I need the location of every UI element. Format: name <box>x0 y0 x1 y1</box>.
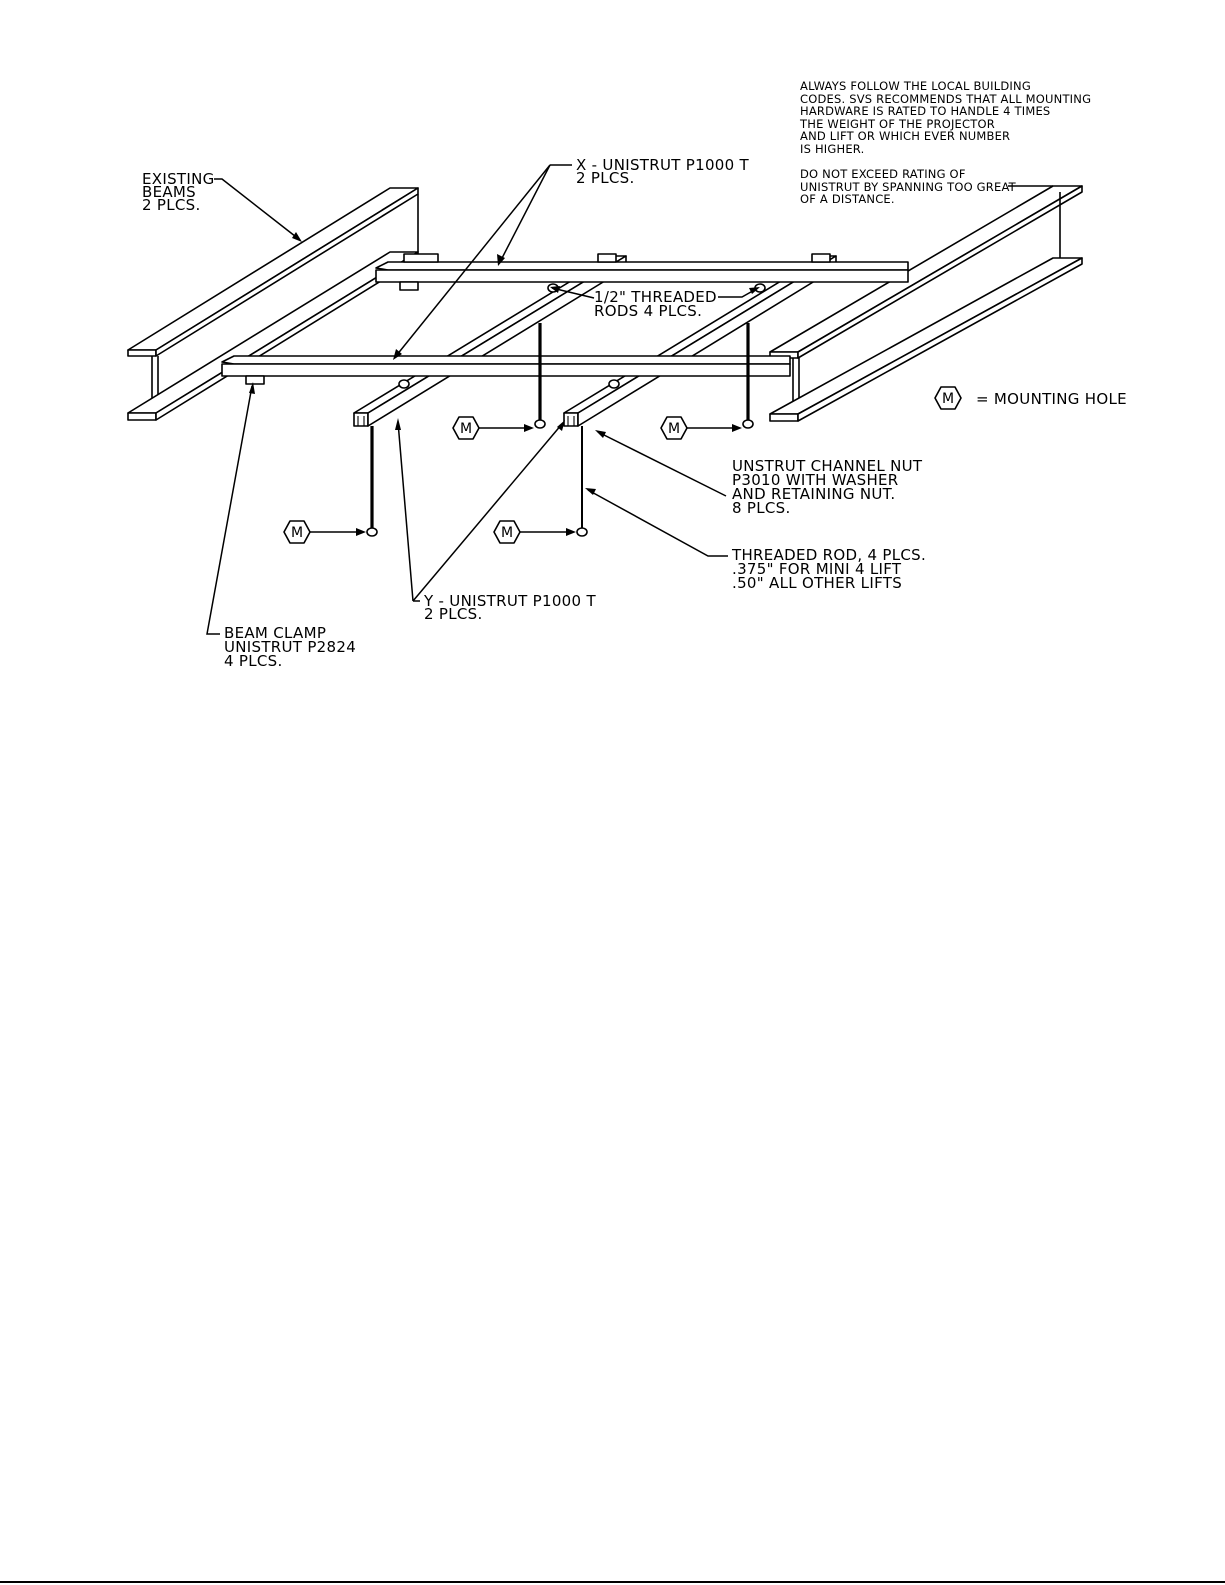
callout-line: BEAMS <box>142 183 196 201</box>
callout-line: EXISTING <box>142 170 215 188</box>
callout-line: AND RETAINING NUT. <box>732 485 895 503</box>
callout-line: 2 PLCS. <box>142 196 201 214</box>
callout-line: BEAM CLAMP <box>224 624 326 642</box>
callout-line: UNSTRUT CHANNEL NUT <box>732 457 923 475</box>
mounting-hole-1: M <box>452 416 534 440</box>
beam-clamp <box>597 253 617 263</box>
callout-threaded-rods: 1/2" THREADED RODS 4 PLCS. <box>550 286 760 320</box>
left-i-beam <box>127 187 419 421</box>
unistrut-rating-note: DO NOT EXCEED RATING OF UNISTRUT BY SPAN… <box>800 168 1016 206</box>
beam-clamp <box>403 253 439 263</box>
beam-clamp <box>811 253 831 263</box>
callout-line: 8 PLCS. <box>732 499 791 517</box>
note-line: OF A DISTANCE. <box>800 192 895 207</box>
callout-line: Y - UNISTRUT P1000 T <box>423 592 596 610</box>
legend-symbol-label: M <box>942 391 954 407</box>
callout-line: 2 PLCS. <box>424 605 483 623</box>
callout-line: X - UNISTRUT P1000 T <box>576 156 750 174</box>
legend: M = MOUNTING HOLE <box>934 386 1127 410</box>
mounting-hole-label: M <box>668 421 680 437</box>
callout-line: 1/2" THREADED <box>594 288 717 306</box>
legend-text: = MOUNTING HOLE <box>976 390 1127 408</box>
x-unistrut-back <box>375 261 909 291</box>
note-line: CODES. SVS RECOMMENDS THAT ALL MOUNTING <box>800 91 1092 106</box>
mounting-hole-4: M <box>493 520 576 544</box>
note-line: ALWAYS FOLLOW THE LOCAL BUILDING <box>800 79 1031 93</box>
note-line: AND LIFT OR WHICH EVER NUMBER <box>800 129 1011 144</box>
mounting-hole-label: M <box>291 525 303 541</box>
callout-y-unistrut: Y - UNISTRUT P1000 T 2 PLCS. <box>395 418 596 623</box>
legend-symbol <box>934 386 962 410</box>
note-line: IS HIGHER. <box>800 141 865 156</box>
callout-existing-beams: EXISTING BEAMS 2 PLCS. <box>142 170 302 242</box>
x-unistrut-front <box>221 355 791 385</box>
callout-line: .50" ALL OTHER LIFTS <box>732 574 902 592</box>
callout-line: UNISTRUT P2824 <box>224 638 356 656</box>
right-i-beam <box>769 185 1083 422</box>
callout-channel-nut: UNSTRUT CHANNEL NUT P3010 WITH WASHER AN… <box>595 430 923 517</box>
callout-threaded-rod-sizes: THREADED ROD, 4 PLCS. .375" FOR MINI 4 L… <box>585 488 926 592</box>
callout-x-unistrut: X - UNISTRUT P1000 T 2 PLCS. <box>393 156 750 360</box>
callout-line: 2 PLCS. <box>576 169 635 187</box>
mounting-hole-label: M <box>501 525 513 541</box>
callout-beam-clamp: BEAM CLAMP UNISTRUT P2824 4 PLCS. <box>206 382 356 670</box>
channel-nut <box>398 379 410 389</box>
callout-line: .375" FOR MINI 4 LIFT <box>732 560 902 578</box>
page-bottom-rule <box>0 1581 1225 1583</box>
callout-line: RODS 4 PLCS. <box>594 302 702 320</box>
callout-line: THREADED ROD, 4 PLCS. <box>731 546 926 564</box>
callout-line: P3010 WITH WASHER <box>732 471 899 489</box>
note-line: HARDWARE IS RATED TO HANDLE 4 TIMES <box>800 104 1051 119</box>
note-line: DO NOT EXCEED RATING OF <box>800 167 966 181</box>
note-line: UNISTRUT BY SPANNING TOO GREAT <box>800 179 1016 194</box>
note-line: THE WEIGHT OF THE PROJECTOR <box>800 116 995 131</box>
building-code-note: ALWAYS FOLLOW THE LOCAL BUILDING CODES. … <box>800 80 1091 156</box>
callout-line: 4 PLCS. <box>224 652 283 670</box>
channel-nut <box>608 379 620 389</box>
mounting-hole-label: M <box>460 421 472 437</box>
threaded-rods <box>366 323 754 537</box>
mounting-hole-3: M <box>283 520 366 544</box>
mounting-hole-2: M <box>660 416 742 440</box>
